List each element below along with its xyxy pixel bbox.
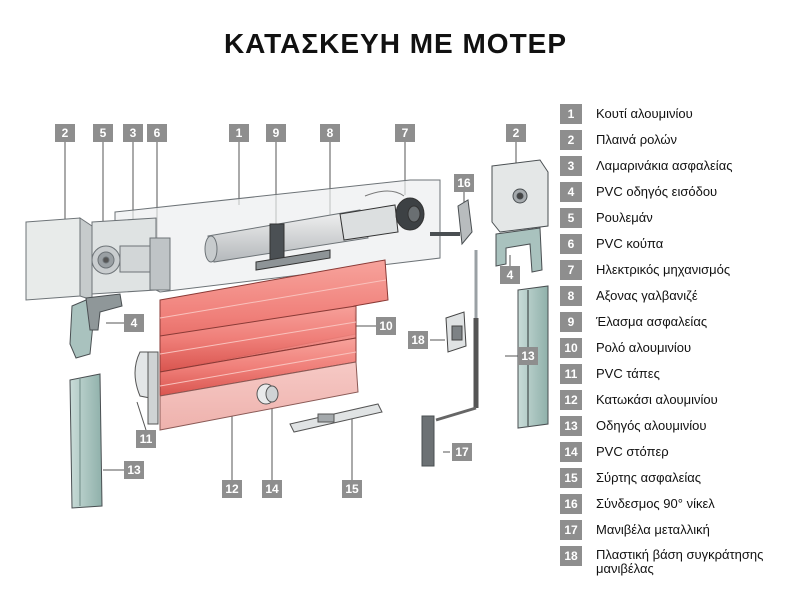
callout-5: 5 bbox=[93, 124, 113, 142]
callout-12: 12 bbox=[222, 480, 242, 498]
callout-7: 7 bbox=[395, 124, 415, 142]
legend-label: Λαμαρινάκια ασφαλείας bbox=[596, 158, 733, 173]
pvc-stopper bbox=[256, 383, 279, 405]
legend-label: PVC κούπα bbox=[596, 236, 664, 251]
legend-item: 11 PVC τάπες bbox=[560, 364, 800, 390]
callout-13-left: 13 bbox=[124, 461, 144, 479]
callout-3: 3 bbox=[123, 124, 143, 142]
callout-14: 14 bbox=[262, 480, 282, 498]
safety-spring bbox=[255, 223, 331, 271]
callout-16: 16 bbox=[454, 174, 474, 192]
left-end-plate bbox=[25, 217, 93, 301]
legend-number: 2 bbox=[560, 130, 582, 150]
legend-number: 3 bbox=[560, 156, 582, 176]
pvc-cup bbox=[149, 237, 171, 291]
legend-label: Κατωκάσι αλουμινίου bbox=[596, 392, 718, 407]
legend-item: 8 Αξονας γαλβανιζέ bbox=[560, 286, 800, 312]
legend-number: 7 bbox=[560, 260, 582, 280]
legend-label: Ηλεκτρικός μηχανισμός bbox=[596, 262, 731, 277]
callout-2-left: 2 bbox=[55, 124, 75, 142]
left-guide-rail bbox=[69, 373, 103, 509]
legend-number: 15 bbox=[560, 468, 582, 488]
legend-item: 12 Κατωκάσι αλουμινίου bbox=[560, 390, 800, 416]
callout-9: 9 bbox=[266, 124, 286, 142]
legend-label: Μανιβέλα μεταλλική bbox=[596, 522, 710, 537]
legend-number: 10 bbox=[560, 338, 582, 358]
callout-18: 18 bbox=[408, 331, 428, 349]
legend-label: Ρουλεμάν bbox=[596, 210, 653, 225]
legend-label: Σύρτης ασφαλείας bbox=[596, 470, 702, 485]
legend-item: 3 Λαμαρινάκια ασφαλείας bbox=[560, 156, 800, 182]
legend-item: 5 Ρουλεμάν bbox=[560, 208, 800, 234]
legend-number: 5 bbox=[560, 208, 582, 228]
legend-number: 9 bbox=[560, 312, 582, 332]
parts-legend: 1 Κουτί αλουμινίου 2 Πλαινά ρολών 3 Λαμαριν… bbox=[560, 104, 800, 580]
callout-17: 17 bbox=[452, 443, 472, 461]
legend-item: 14 PVC στόπερ bbox=[560, 442, 800, 468]
legend-item: 10 Ρολό αλουμινίου bbox=[560, 338, 800, 364]
callout-4-left: 4 bbox=[124, 314, 144, 332]
legend-number: 17 bbox=[560, 520, 582, 540]
roller-slats bbox=[159, 259, 389, 397]
legend-item: 2 Πλαινά ρολών bbox=[560, 130, 800, 156]
callout-6: 6 bbox=[147, 124, 167, 142]
legend-number: 14 bbox=[560, 442, 582, 462]
callout-11: 11 bbox=[136, 430, 156, 448]
legend-number: 16 bbox=[560, 494, 582, 514]
legend-item: 6 PVC κούπα bbox=[560, 234, 800, 260]
legend-item: 17 Μανιβέλα μεταλλική bbox=[560, 520, 800, 546]
legend-label: Σύνδεσμος 90° νίκελ bbox=[596, 496, 715, 511]
legend-item: 15 Σύρτης ασφαλείας bbox=[560, 468, 800, 494]
legend-number: 8 bbox=[560, 286, 582, 306]
legend-item: 1 Κουτί αλουμινίου bbox=[560, 104, 800, 130]
legend-label: PVC στόπερ bbox=[596, 444, 669, 459]
legend-label: Αξονας γαλβανιζέ bbox=[596, 288, 698, 303]
axle bbox=[204, 209, 369, 263]
legend-label: Ρολό αλουμινίου bbox=[596, 340, 692, 355]
callout-13-right: 13 bbox=[518, 347, 538, 365]
callout-10: 10 bbox=[376, 317, 396, 335]
legend-number: 12 bbox=[560, 390, 582, 410]
callout-1: 1 bbox=[229, 124, 249, 142]
legend-number: 4 bbox=[560, 182, 582, 202]
legend-label: Πλαινά ρολών bbox=[596, 132, 678, 147]
legend-label: Έλασμα ασφαλείας bbox=[596, 314, 708, 329]
legend-label: Κουτί αλουμινίου bbox=[596, 106, 693, 121]
pvc-cap bbox=[134, 351, 159, 425]
legend-label: Πλαστική βάση συγκράτησης μανιβέλας bbox=[596, 547, 764, 576]
callout-4-right: 4 bbox=[500, 266, 520, 284]
legend-item: 9 Έλασμα ασφαλείας bbox=[560, 312, 800, 338]
legend-number: 13 bbox=[560, 416, 582, 436]
legend-item: 7 Ηλεκτρικός μηχανισμός bbox=[560, 260, 800, 286]
callout-2-right: 2 bbox=[506, 124, 526, 142]
safety-latch bbox=[289, 403, 383, 433]
legend-number: 18 bbox=[560, 546, 582, 566]
legend-number: 6 bbox=[560, 234, 582, 254]
legend-item: 18 Πλαστική βάση συγκράτησης μανιβέλας bbox=[560, 546, 800, 580]
callout-15: 15 bbox=[342, 480, 362, 498]
joint-and-crank bbox=[421, 199, 479, 467]
callout-8: 8 bbox=[320, 124, 340, 142]
legend-number: 11 bbox=[560, 364, 582, 384]
motor bbox=[339, 190, 425, 241]
legend-number: 1 bbox=[560, 104, 582, 124]
legend-label: Οδηγός αλουμινίου bbox=[596, 418, 707, 433]
right-end-plate bbox=[491, 159, 549, 233]
legend-item: 4 PVC οδηγός εισόδου bbox=[560, 182, 800, 208]
legend-label: PVC τάπες bbox=[596, 366, 660, 381]
right-bracket bbox=[495, 227, 543, 273]
crank-holder bbox=[445, 311, 467, 353]
left-bracket bbox=[69, 293, 123, 359]
legend-item: 13 Οδηγός αλουμινίου bbox=[560, 416, 800, 442]
page-title: ΚΑΤΑΣΚΕΥΗ ΜΕ ΜΟΤΕΡ bbox=[223, 28, 568, 59]
legend-label: PVC οδηγός εισόδου bbox=[596, 184, 718, 199]
legend-item: 16 Σύνδεσμος 90° νίκελ bbox=[560, 494, 800, 520]
